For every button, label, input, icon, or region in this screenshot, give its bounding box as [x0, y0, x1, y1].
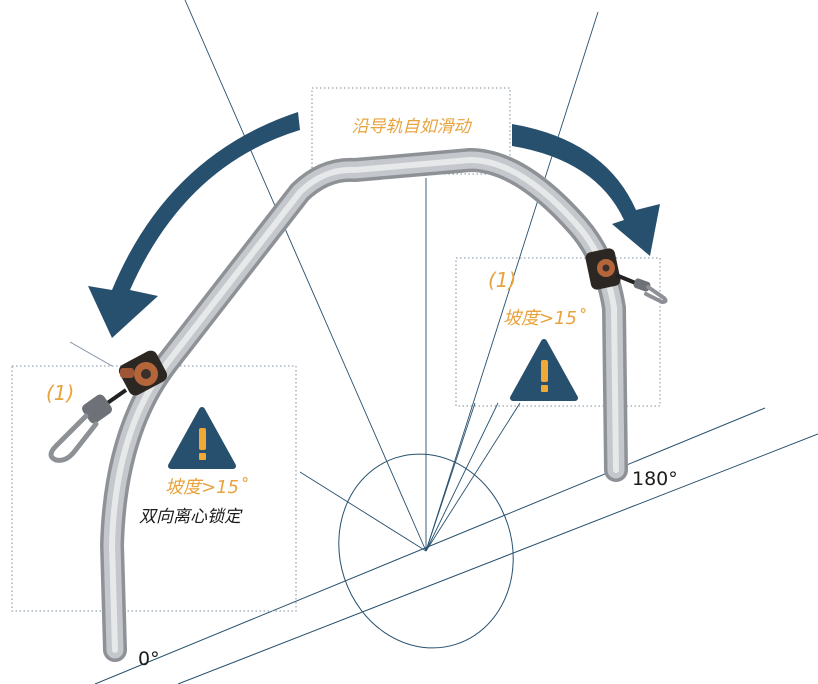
ground-line-front [177, 433, 818, 684]
right-panel-marker: (1) [488, 268, 517, 292]
angle-label-start: 0° [138, 648, 160, 670]
curved-arrow-right-icon [512, 124, 660, 256]
ground-line-back [94, 407, 766, 684]
curved-arrow-left-icon [88, 112, 300, 338]
fall-arrester-device-left [48, 350, 168, 463]
left-panel-slope: 坡度>15˚ [165, 477, 248, 498]
fall-arrester-device-right [585, 248, 668, 305]
angle-label-end: 180° [632, 468, 678, 490]
ground-lines [94, 407, 818, 684]
guide-rail [100, 148, 628, 662]
right-panel-slope: 坡度>15˚ [503, 308, 586, 329]
top-caption: 沿导轨自如滑动 [351, 117, 471, 137]
angle-circle [338, 453, 514, 649]
warning-icon-left [168, 407, 236, 469]
left-panel-lock-text: 双向离心锁定 [139, 507, 241, 527]
warning-icon-right [510, 339, 578, 401]
top-caption-box [311, 87, 511, 175]
radial-lines [184, 0, 599, 552]
left-panel-marker: (1) [46, 381, 75, 405]
